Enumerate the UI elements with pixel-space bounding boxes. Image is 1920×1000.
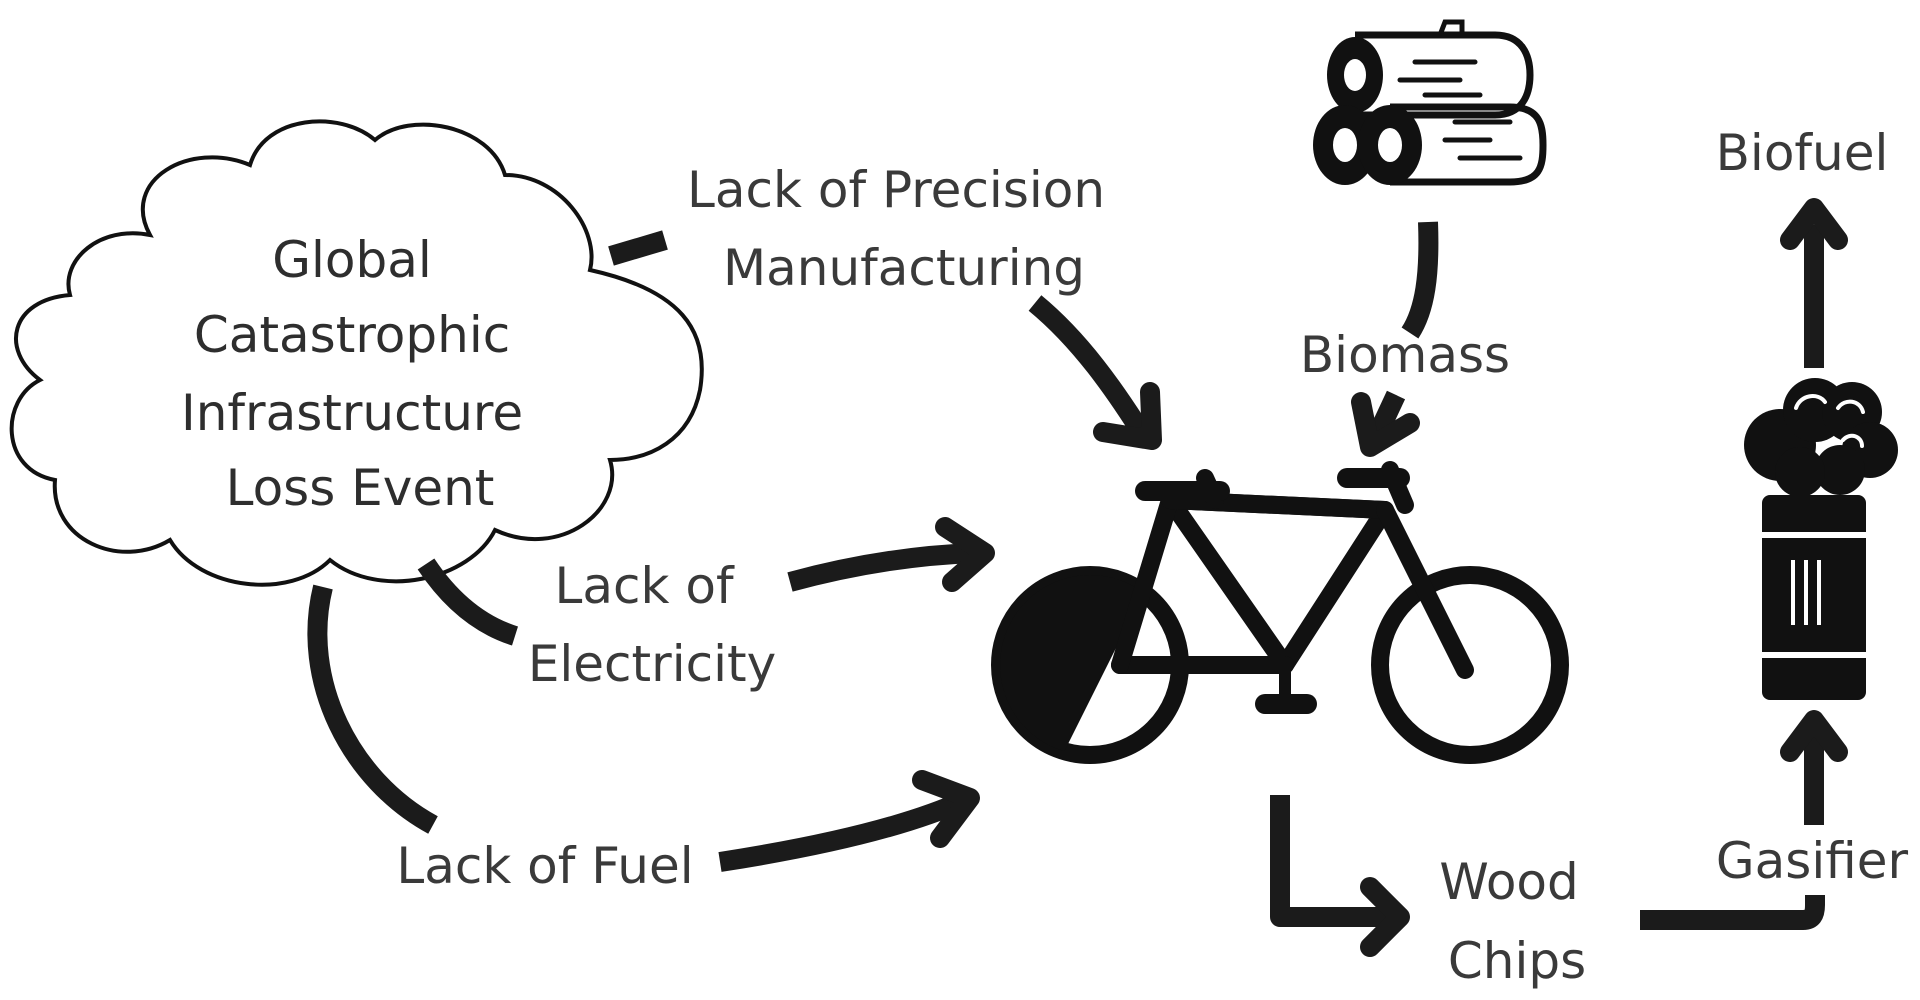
connector-cloud-precision <box>608 230 668 266</box>
label-electricity-line1: Lack of <box>555 557 735 615</box>
connector-cloud-fuel <box>307 584 438 834</box>
arrow-biomass-to-bicycle <box>1351 221 1439 457</box>
connector-cloud-electricity <box>417 558 519 646</box>
label-biofuel: Biofuel <box>1716 124 1889 182</box>
arrow-precision-to-bicycle <box>1028 295 1162 450</box>
arrow-electricity-to-bicycle <box>787 517 995 592</box>
connector-woodchips-gasifier <box>1640 895 1825 930</box>
label-wood-line2: Chips <box>1448 932 1586 990</box>
label-biomass: Biomass <box>1300 326 1510 384</box>
svg-text:Lack of Precision Manufact: Lack of Precision Manufacturing <box>687 161 1121 297</box>
logs-icon <box>1313 19 1547 186</box>
svg-text:Lack of Electricity: Lack of Electricity <box>528 557 776 693</box>
label-precision-line1: Lack of Precision <box>687 161 1105 219</box>
gasifier-icon <box>1744 378 1898 700</box>
label-gasifier: Gasifier <box>1716 832 1909 890</box>
label-fuel: Lack of Fuel <box>396 837 693 895</box>
svg-text:Global Catastrophic: Global Catastrophic Infrastructure Loss … <box>181 231 539 517</box>
bicycle-icon <box>991 461 1569 764</box>
cloud-line-1: Global <box>272 231 432 289</box>
arrow-fuel-to-bicycle <box>718 770 980 872</box>
svg-text:Wood Chips: Wood Chips <box>1439 853 1594 990</box>
arrow-bicycle-to-woodchips <box>1270 795 1410 957</box>
label-electricity-line2: Electricity <box>528 635 776 693</box>
cloud-shape <box>9 119 704 587</box>
arrow-to-gasifier-icon <box>1780 710 1848 825</box>
cloud-line-4: Loss Event <box>226 459 495 517</box>
label-precision-line2: Manufacturing <box>723 239 1085 297</box>
catastrophe-cloud: Global Catastrophic Infrastructure Loss … <box>9 119 704 587</box>
cloud-line-2: Catastrophic <box>194 306 510 364</box>
arrow-gasifier-to-biofuel <box>1780 198 1848 368</box>
label-wood-line1: Wood <box>1439 853 1578 911</box>
cloud-line-3: Infrastructure <box>181 384 523 442</box>
